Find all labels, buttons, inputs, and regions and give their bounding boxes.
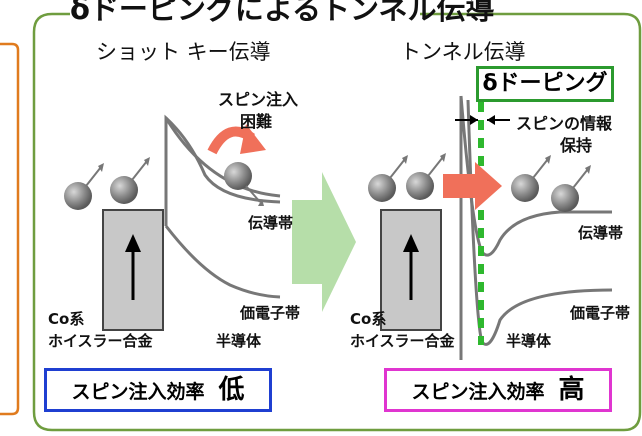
left-valence-band	[164, 225, 281, 299]
left-barrier-curve	[164, 114, 281, 210]
transition-arrow	[292, 172, 356, 312]
left-annotation-line2: 困難	[240, 112, 273, 131]
left-material-line1: Co系	[48, 310, 85, 328]
left-heading: ショット キー伝導	[96, 40, 271, 64]
right-efficiency-box: スピン注入効率高	[384, 368, 612, 412]
outer-frame	[32, 12, 642, 432]
figure-title: δドーピングによるトンネル伝導	[70, 0, 494, 28]
right-semiconductor-label: 半導体	[506, 332, 552, 350]
left-material-line2: ホイスラー合金	[48, 332, 153, 350]
right-valence-band	[466, 99, 613, 346]
right-heading: トンネル伝導	[400, 40, 526, 64]
left-spin-2	[110, 157, 150, 204]
left-spin-3	[224, 162, 264, 206]
left-annotation-line1: スピン注入	[218, 90, 299, 109]
left-valence-band-label: 価電子帯	[240, 304, 301, 322]
left-panel-edge	[0, 42, 20, 416]
delta-doping-tag: δドーピング	[476, 66, 614, 102]
right-injection-arrow	[443, 162, 502, 210]
right-spin-4	[551, 165, 591, 212]
right-magnetization-arrow	[403, 234, 419, 252]
right-annotation-line1: スピンの情報	[516, 114, 613, 133]
right-spin-2	[406, 153, 446, 200]
right-conduction-band-label: 伝導帯	[578, 224, 624, 242]
left-efficiency-label: スピン注入効率	[71, 381, 205, 403]
right-spin-1	[368, 155, 408, 202]
left-magnetization-arrow	[125, 234, 141, 252]
right-spin-3	[511, 155, 551, 202]
left-spin-1	[64, 163, 104, 210]
right-material-line1: Co系	[350, 310, 387, 328]
right-efficiency-value: 高	[558, 375, 585, 405]
right-material-line2: ホイスラー合金	[350, 332, 455, 350]
left-efficiency-box: スピン注入効率低	[44, 368, 272, 412]
left-conduction-band	[164, 117, 281, 198]
left-semiconductor-label: 半導体	[216, 332, 262, 350]
left-efficiency-value: 低	[218, 375, 245, 405]
right-annotation-line2: 保持	[560, 136, 593, 155]
right-valence-band-label: 価電子帯	[570, 304, 631, 322]
left-conduction-band-label: 伝導帯	[248, 214, 294, 232]
right-efficiency-label: スピン注入効率	[411, 381, 545, 403]
